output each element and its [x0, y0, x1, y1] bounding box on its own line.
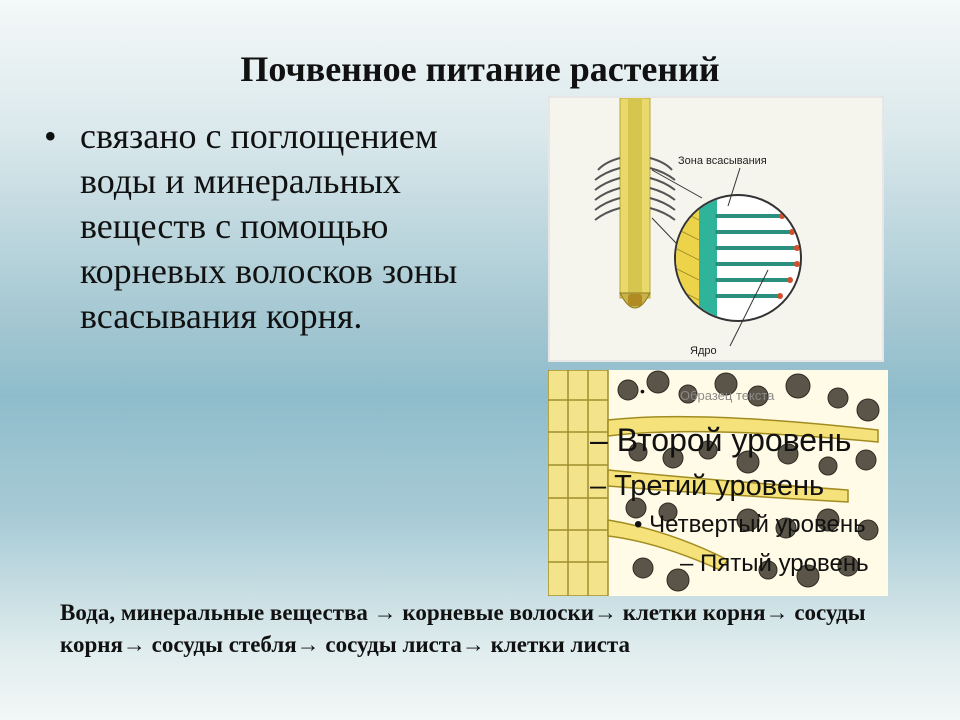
placeholder-level4: • Четвертый уровень — [634, 511, 866, 538]
root-absorption-figure: Зона всасывания Ядро — [548, 96, 884, 362]
slide-title: Почвенное питание растений — [240, 49, 720, 89]
bullet-text: связано с поглощением воды и минеральных… — [80, 116, 458, 336]
root-diagram: Зона всасывания Ядро — [594, 97, 802, 357]
bullet-marker: • — [44, 116, 57, 156]
label-nucleus: Ядро — [690, 345, 717, 357]
placeholder-level3: – Третий уровень — [590, 470, 825, 502]
soil-root-hairs-figure — [547, 369, 888, 597]
placeholder-level5: – Пятый уровень — [680, 550, 869, 577]
label-absorption-zone: Зона всасывания — [678, 155, 767, 167]
placeholder-level1: Образец текста — [680, 388, 775, 403]
placeholder-level1-marker: • — [640, 383, 645, 399]
placeholder-level2: – Второй уровень — [590, 422, 852, 458]
transport-chain-text: Вода, минеральные вещества → корневые во… — [60, 600, 866, 657]
soil-diagram — [547, 369, 888, 597]
